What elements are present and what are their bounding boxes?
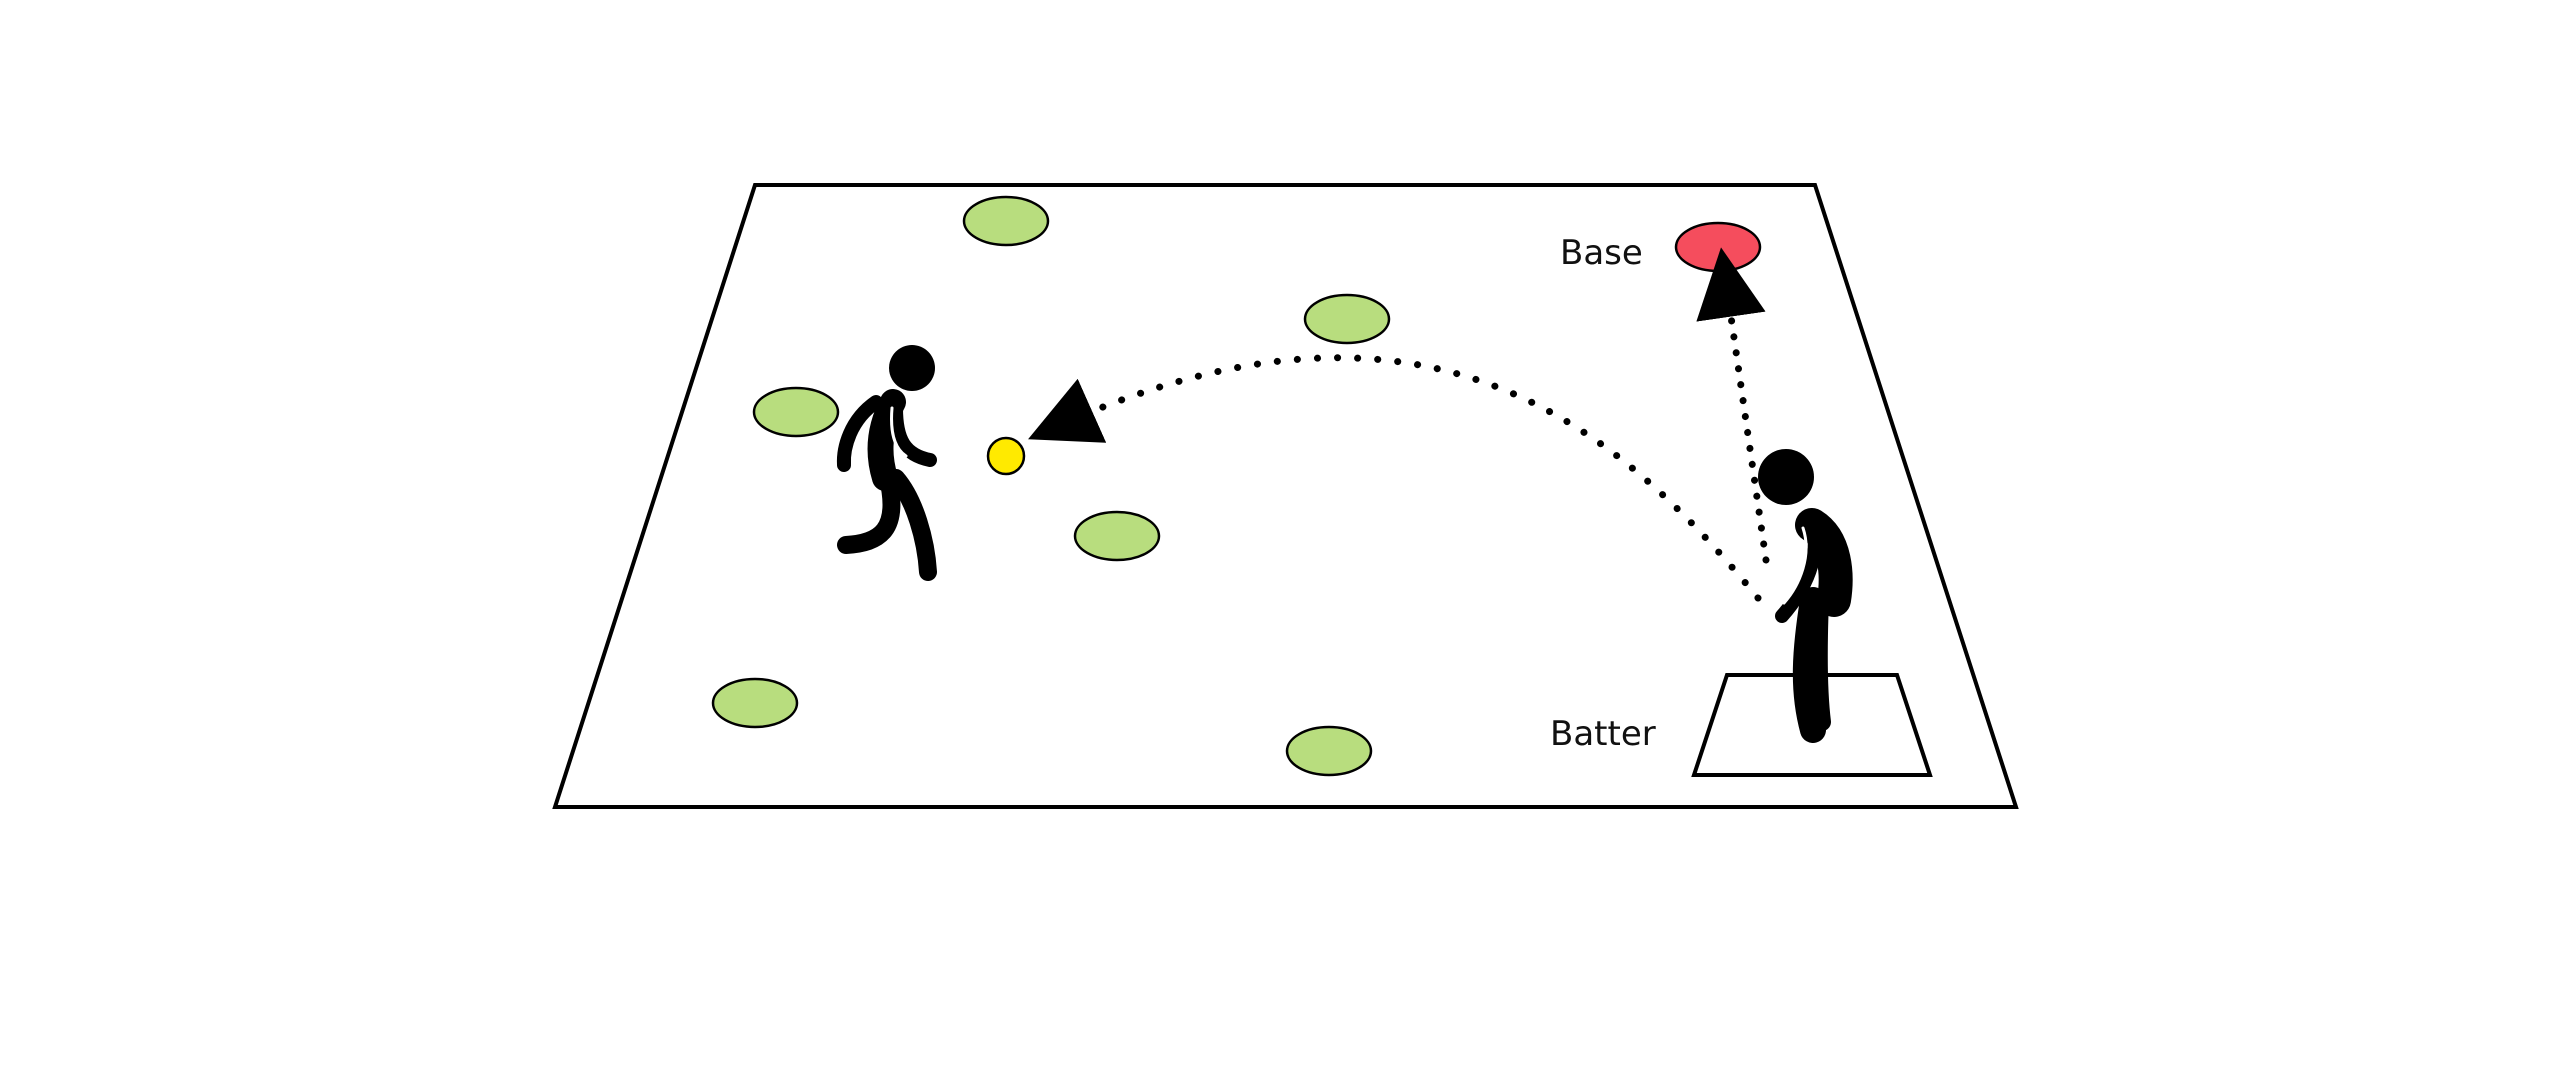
fielder-marker [1305,295,1389,343]
fielder-marker [964,197,1048,245]
batter-label: Batter [1550,714,1656,754]
base-marker [1676,223,1760,271]
fielder-marker [754,388,838,436]
fielder-marker [1287,727,1371,775]
ball [988,438,1024,474]
base-label: Base [1560,233,1643,273]
fielder-marker [713,679,797,727]
fielder-marker [1075,512,1159,560]
